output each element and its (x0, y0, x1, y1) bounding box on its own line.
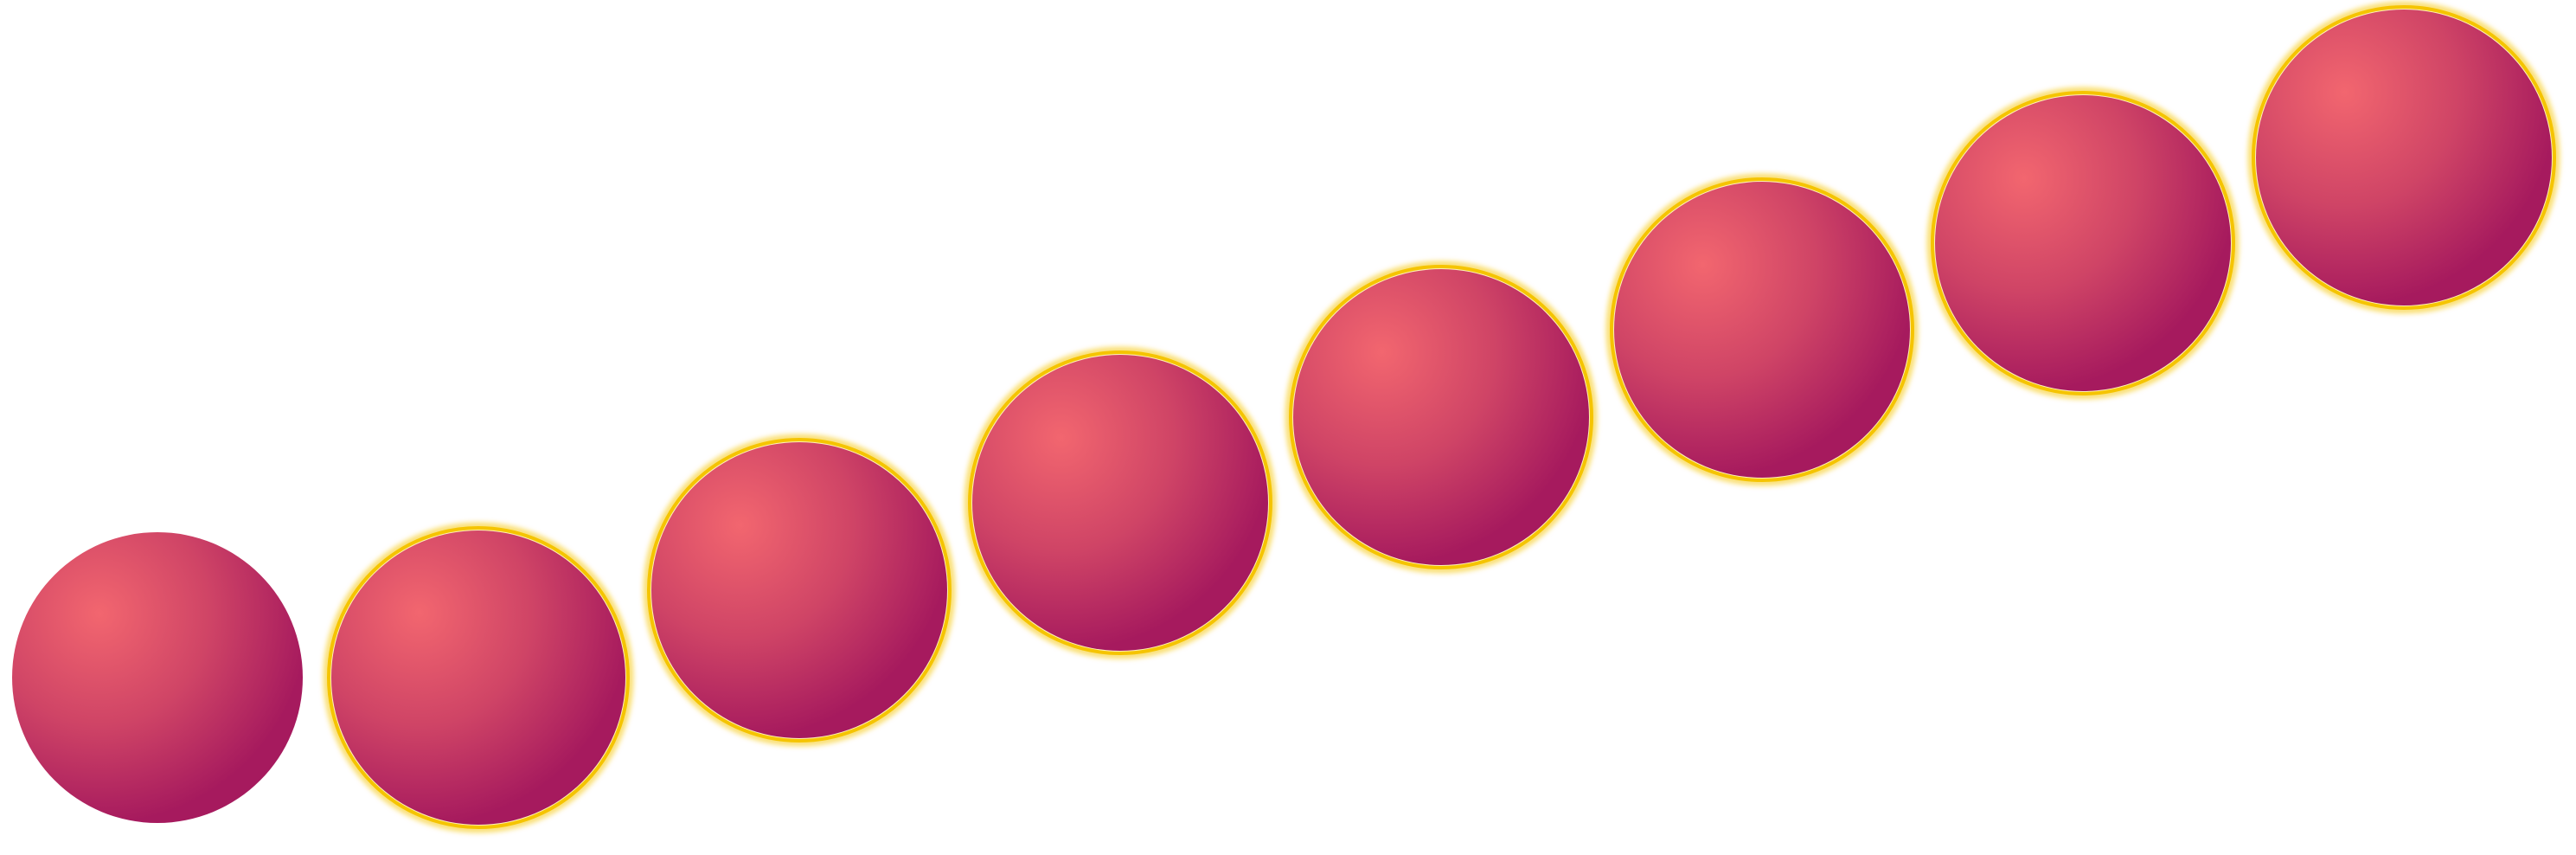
ball-glow-ring (1610, 177, 1914, 482)
ball-glow-ring (1931, 91, 2235, 395)
ball-8 (2247, 1, 2560, 314)
ball-4 (964, 346, 1277, 659)
ball-sphere (651, 442, 947, 738)
ball-3 (643, 434, 956, 747)
ball-sphere (972, 355, 1268, 651)
ball-6 (1605, 173, 1919, 486)
ball-sphere (331, 530, 625, 825)
ball-sphere (1293, 269, 1589, 565)
ball-2 (323, 522, 634, 833)
ball-sphere (1614, 182, 1910, 478)
ball-7 (1926, 87, 2240, 400)
ball-1 (12, 532, 303, 823)
ball-sphere (2256, 10, 2552, 305)
ball-glow-ring (647, 438, 952, 742)
ball-sphere (12, 532, 303, 823)
ball-glow-ring (968, 350, 1272, 655)
ball-sphere (1935, 95, 2231, 391)
ball-glow-ring (1289, 265, 1593, 569)
ball-5 (1285, 260, 1598, 574)
ball-glow-ring (2252, 5, 2556, 310)
ball-glow-ring (327, 526, 630, 829)
